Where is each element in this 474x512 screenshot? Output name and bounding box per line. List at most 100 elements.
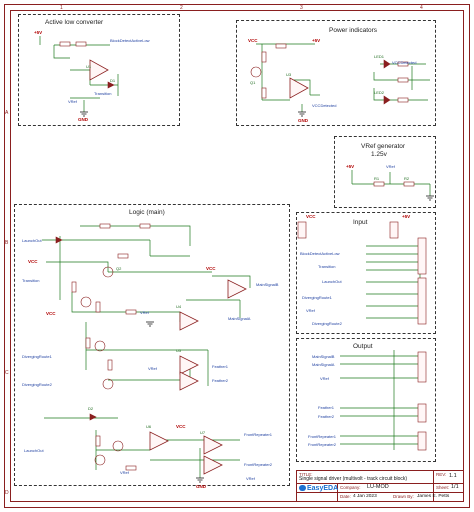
part-designator: R1: [374, 176, 380, 181]
block-title: Output: [353, 343, 373, 350]
block-output: Output: [296, 338, 436, 462]
net-label: FrontRepeater1: [244, 432, 273, 437]
net-label: DivergingRoute1: [22, 354, 52, 359]
power-symbol: +5V: [402, 214, 411, 219]
part-designator: D1: [110, 78, 116, 83]
net-label: VRef: [68, 99, 77, 104]
easyeda-logo: EasyEDA: [299, 485, 338, 492]
part-designator: R2: [404, 176, 410, 181]
part-designator: U1: [86, 64, 92, 69]
block-logic-main: Logic (main): [14, 204, 290, 486]
block-title: Power indicators: [329, 27, 378, 34]
title-block-divider: [297, 492, 463, 493]
company-value: LU-MOD: [367, 484, 389, 490]
part-designator: U6: [146, 424, 152, 429]
power-symbol: +5V: [34, 30, 43, 35]
net-label: MainSignalB: [256, 282, 279, 287]
net-label: VRef: [120, 470, 129, 475]
net-label: LaunchOut: [22, 238, 42, 243]
power-symbol: +5V: [312, 38, 321, 43]
net-label: Feather1: [318, 405, 335, 410]
ruler-mark: D: [5, 490, 9, 496]
net-label: DivergingRoute2: [312, 321, 342, 326]
net-label: Feather2: [318, 414, 335, 419]
drawn-by-label: Drawn By:: [393, 494, 414, 499]
net-label: Feather1: [212, 364, 229, 369]
part-designator: U5: [176, 348, 182, 353]
sheet-value: 1/1: [451, 484, 459, 490]
part-designator: LED2: [374, 90, 385, 95]
net-label: BlockDetectActiveLow: [110, 38, 150, 43]
net-label: LaunchOut: [24, 448, 44, 453]
cloud-icon: [299, 485, 306, 492]
part-designator: LED1: [374, 54, 385, 59]
part-designator: Q1: [250, 80, 256, 85]
part-designator: Q2: [116, 266, 122, 271]
net-label: LaunchOut: [322, 279, 342, 284]
part-designator: D2: [88, 406, 94, 411]
logo-text: EasyEDA: [307, 485, 339, 492]
net-label: VRef: [148, 366, 157, 371]
ruler-mark: 2: [180, 5, 183, 11]
title-block-divider: [297, 483, 463, 484]
power-symbol: VCC: [248, 38, 258, 43]
title-block: TITLE: Single signal driver (multivolt -…: [296, 470, 464, 502]
rev-label: REV:: [436, 472, 447, 477]
title-block-divider: [337, 483, 338, 501]
block-active-low-converter: Active low converter: [18, 14, 180, 126]
date-label: Date:: [340, 494, 351, 499]
power-symbol: +5V: [346, 164, 355, 169]
net-label: MainSignalA: [228, 316, 251, 321]
part-designator: U4: [176, 304, 182, 309]
net-label: VRef: [140, 310, 149, 315]
net-label: DivergingRoute2: [22, 382, 52, 387]
ruler-mark: B: [5, 240, 9, 246]
block-title: Input: [353, 219, 368, 226]
date-value: 4 Jan 2023: [353, 494, 377, 499]
block-input: Input: [296, 212, 436, 334]
net-label: VRef: [306, 308, 315, 313]
net-label: MainSignalA: [312, 362, 335, 367]
net-label: VCCDetected: [392, 60, 417, 65]
ruler-mark: 1: [60, 5, 63, 11]
power-symbol: VCC: [206, 266, 216, 271]
ruler-mark: A: [5, 110, 9, 116]
net-label: FrontRepeater1: [308, 434, 337, 439]
block-subtitle: 1.25v: [371, 151, 387, 158]
title-label: TITLE:: [299, 472, 313, 477]
company-label: Company:: [340, 485, 361, 490]
title-block-divider: [433, 471, 434, 501]
net-label: Feather2: [212, 378, 229, 383]
net-label: Transition: [94, 91, 112, 96]
block-vref-generator: VRef generator 1.25v: [334, 136, 436, 208]
sheet-label: Sheet:: [436, 485, 450, 490]
power-symbol: VCC: [28, 259, 38, 264]
title-value: Single signal driver (multivolt - track …: [299, 476, 408, 482]
net-label: VRef: [320, 376, 329, 381]
ruler-mark: 3: [300, 5, 303, 11]
block-title: Active low converter: [45, 19, 104, 26]
power-symbol: GND: [298, 118, 308, 123]
net-label: Transition: [22, 278, 40, 283]
net-label: Transition: [318, 264, 336, 269]
power-symbol: VCC: [306, 214, 316, 219]
power-symbol: VCC: [46, 311, 56, 316]
ruler-mark: C: [5, 370, 9, 376]
block-power-indicators: Power indicators: [236, 20, 436, 126]
net-label: FrontRepeater2: [308, 442, 337, 447]
net-label: VRef: [246, 476, 255, 481]
net-label: MainSignalB: [312, 354, 335, 359]
block-title: VRef generator: [361, 143, 406, 150]
part-designator: U3: [286, 72, 292, 77]
sheet-frame-inner: [10, 10, 464, 502]
part-designator: U7: [200, 430, 206, 435]
net-label: FrontRepeater2: [244, 462, 273, 467]
net-label: VCCDetected: [312, 103, 337, 108]
net-label: VRef: [386, 164, 395, 169]
power-symbol: GND: [196, 484, 206, 489]
rev-value: 1.1: [449, 473, 457, 479]
ruler-mark: 4: [420, 5, 423, 11]
drawn-by-value: James E. Petts: [417, 494, 450, 499]
